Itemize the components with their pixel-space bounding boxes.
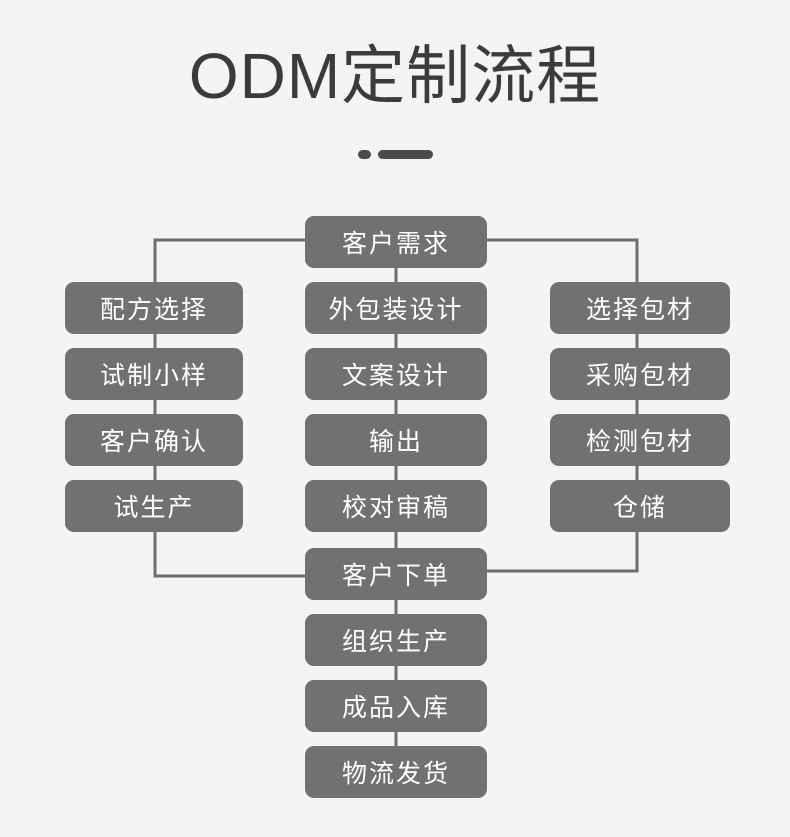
decoration-dot: [357, 149, 371, 159]
node-organize-production[interactable]: 组织生产: [305, 614, 487, 666]
decoration-bar: [377, 149, 433, 159]
node-finished-goods-storage[interactable]: 成品入库: [305, 680, 487, 732]
node-client-confirmation[interactable]: 客户确认: [65, 414, 243, 466]
node-output[interactable]: 输出: [305, 414, 487, 466]
node-logistics-shipment[interactable]: 物流发货: [305, 746, 487, 798]
node-formula-selection[interactable]: 配方选择: [65, 282, 243, 334]
node-client-requirement[interactable]: 客户需求: [305, 216, 487, 268]
node-purchase-packaging-material[interactable]: 采购包材: [550, 348, 730, 400]
title-decoration: [0, 148, 790, 160]
node-client-order[interactable]: 客户下单: [305, 548, 487, 600]
node-copywriting-design[interactable]: 文案设计: [305, 348, 487, 400]
node-trial-production[interactable]: 试生产: [65, 480, 243, 532]
node-inspect-packaging-material[interactable]: 检测包材: [550, 414, 730, 466]
node-warehousing[interactable]: 仓储: [550, 480, 730, 532]
node-select-packaging-material[interactable]: 选择包材: [550, 282, 730, 334]
page-title: ODM定制流程: [188, 40, 602, 112]
node-proofreading-review[interactable]: 校对审稿: [305, 480, 487, 532]
node-outer-package-design[interactable]: 外包装设计: [305, 282, 487, 334]
node-trial-sample[interactable]: 试制小样: [65, 348, 243, 400]
